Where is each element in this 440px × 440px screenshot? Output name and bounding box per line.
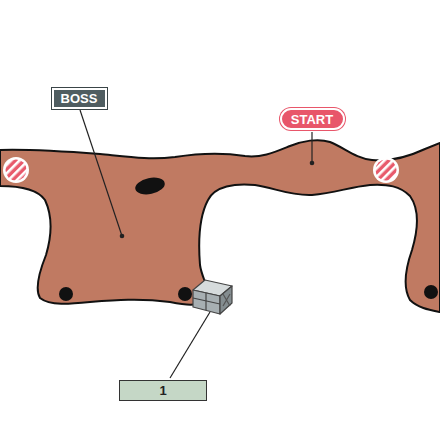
leader-dot [120,161,315,239]
label-text: START [291,113,333,126]
cave-area [0,140,440,312]
leader-line [80,110,312,378]
pit [59,287,73,301]
pit [178,287,192,301]
location-label: BOSS [52,88,107,109]
label-text: BOSS [61,92,98,105]
pit [424,285,438,299]
label-text: 1 [159,384,166,397]
pit [134,175,167,197]
exit-marker [3,157,399,183]
chest-icon [193,280,232,314]
callout-number: 1 [119,380,207,401]
start-label: START [280,108,345,130]
